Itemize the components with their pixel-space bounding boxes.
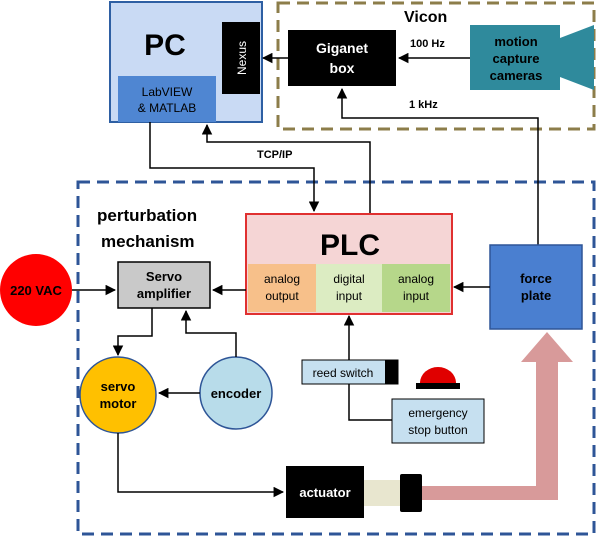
cameras-line3: cameras (490, 68, 543, 83)
software-box (118, 76, 216, 122)
encoder-label: encoder (211, 386, 262, 401)
pc-title: PC (144, 29, 186, 62)
cameras-line1: motion (494, 34, 537, 49)
nexus-box (222, 22, 260, 94)
encoder-to-amplifier-line (180, 309, 237, 357)
actuator-box (286, 466, 364, 518)
rate-100hz-label: 100 Hz (410, 38, 445, 50)
perturbation-label-line2: mechanism (101, 232, 195, 251)
vicon-label: Vicon (404, 9, 447, 26)
actuator-label: actuator (299, 485, 350, 500)
digital-input-line1: digital (333, 272, 364, 286)
plc-to-pc-line (201, 123, 371, 213)
digital-input-line2: input (336, 289, 363, 303)
camera-icon (470, 25, 594, 90)
estop-to-reed-line (348, 384, 392, 421)
cameras-line2: capture (493, 51, 540, 66)
forceplate-to-giganet-line (336, 87, 539, 245)
digital-input-port (316, 264, 382, 312)
perturbation-label-line1: perturbation (97, 206, 197, 225)
actuator-end-cap (400, 474, 422, 512)
actuator-to-forceplate-arrow (422, 332, 573, 500)
servo-motor-circle (79, 356, 157, 434)
servo-motor-line1: servo (101, 379, 136, 394)
analog-output-line1: analog (264, 272, 300, 286)
estop-line1: emergency (408, 406, 467, 420)
force-plate-box (489, 244, 583, 330)
software-line1: LabVIEW (142, 85, 193, 99)
reed-switch-box (301, 359, 399, 385)
amplifier-to-motor-line (112, 308, 153, 357)
reed-switch-magnet (385, 360, 398, 384)
analog-output-port (248, 264, 316, 312)
rate-1khz-label: 1 kHz (409, 99, 438, 111)
vicon-group-frame (276, 1, 596, 131)
servo-amplifier-box (117, 261, 211, 309)
servo-amp-line1: Servo (146, 269, 182, 284)
giganet-line1: Giganet (316, 40, 368, 56)
giganet-box (288, 30, 396, 86)
estop-button-base (416, 383, 460, 389)
giganet-line2: box (330, 60, 355, 76)
servo-amp-line2: amplifier (137, 286, 191, 301)
analog-input-line2: input (403, 289, 430, 303)
estop-line2: stop button (408, 423, 467, 437)
nexus-label: Nexus (235, 41, 249, 75)
analog-input-port (382, 264, 450, 312)
plc-title: PLC (320, 229, 380, 262)
estop-box (391, 398, 485, 444)
force-plate-line1: force (520, 271, 552, 286)
estop-button-icon (420, 367, 456, 383)
analog-output-line2: output (265, 289, 299, 303)
force-plate-line2: plate (521, 288, 551, 303)
servo-motor-line2: motor (100, 396, 137, 411)
analog-input-line1: analog (398, 272, 434, 286)
pc-to-plc-line (149, 122, 320, 213)
power-supply-circle (0, 254, 72, 326)
reed-switch-label: reed switch (313, 366, 374, 380)
perturbation-group-frame (76, 180, 596, 536)
tcpip-label: TCP/IP (257, 149, 292, 161)
power-label: 220 VAC (10, 283, 62, 298)
software-line2: & MATLAB (138, 101, 196, 115)
actuator-rod (364, 480, 400, 506)
motor-to-actuator-line (117, 433, 285, 498)
